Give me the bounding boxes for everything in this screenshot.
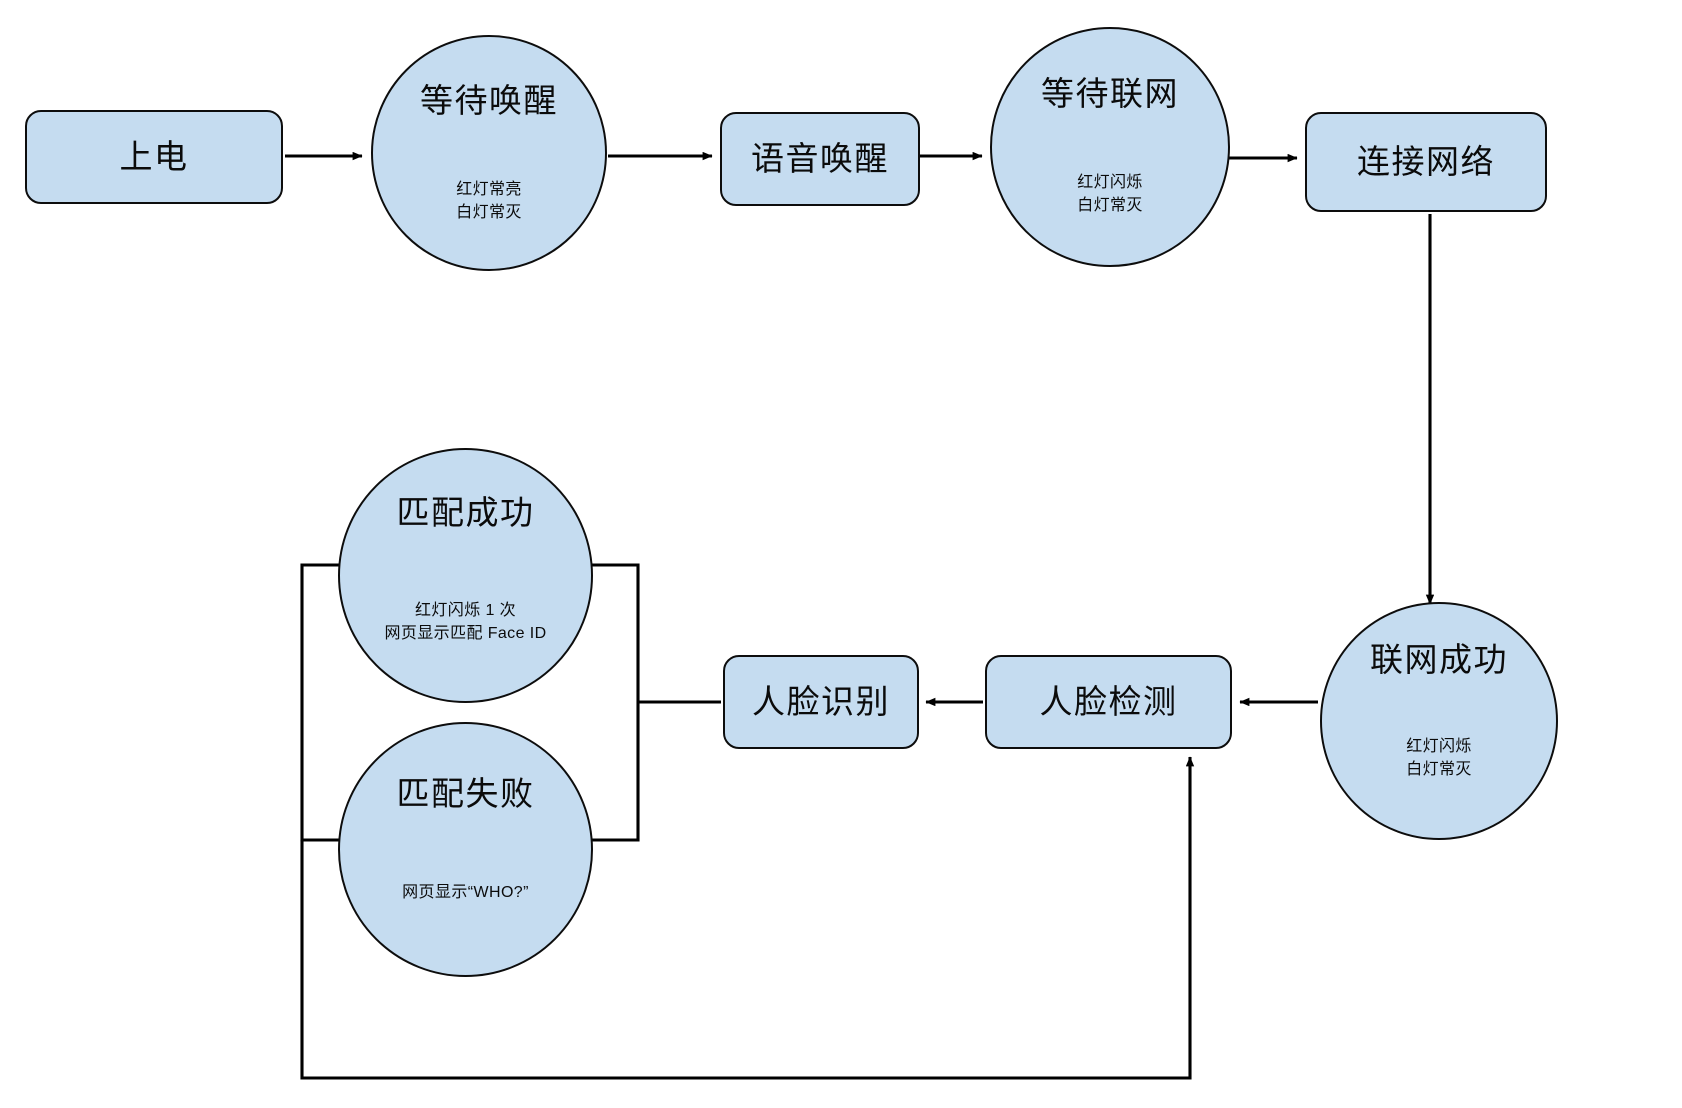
node-wait-wakeup-sub: 红灯常亮 白灯常灭 bbox=[456, 181, 522, 222]
node-match-failure-sub: 网页显示“WHO?” bbox=[402, 884, 529, 901]
node-wait-wakeup-title: 等待唤醒 bbox=[420, 82, 558, 119]
node-voice-wakeup[interactable]: 语音唤醒 bbox=[720, 112, 920, 206]
node-wait-network[interactable]: 等待联网 红灯闪烁 白灯常灭 bbox=[990, 27, 1230, 267]
node-match-success[interactable]: 匹配成功 红灯闪烁 1 次 网页显示匹配 Face ID bbox=[338, 448, 593, 703]
node-face-detection-title: 人脸检测 bbox=[1039, 682, 1178, 720]
node-power-on[interactable]: 上电 bbox=[25, 110, 283, 204]
node-match-success-title: 匹配成功 bbox=[396, 494, 535, 531]
node-connect-network-title: 连接网络 bbox=[1357, 142, 1495, 180]
node-network-success-sub: 红灯闪烁 白灯常灭 bbox=[1406, 738, 1472, 779]
node-voice-wakeup-title: 语音唤醒 bbox=[751, 139, 889, 177]
node-wait-network-sub: 红灯闪烁 白灯常灭 bbox=[1077, 174, 1143, 215]
node-connect-network[interactable]: 连接网络 bbox=[1305, 112, 1547, 212]
node-face-detection[interactable]: 人脸检测 bbox=[985, 655, 1232, 749]
node-network-success[interactable]: 联网成功 红灯闪烁 白灯常灭 bbox=[1320, 602, 1558, 840]
node-wait-network-title: 等待联网 bbox=[1041, 75, 1179, 112]
node-face-recognition[interactable]: 人脸识别 bbox=[723, 655, 919, 749]
node-face-recognition-title: 人脸识别 bbox=[752, 682, 890, 720]
node-power-on-title: 上电 bbox=[119, 137, 189, 175]
node-match-success-sub: 红灯闪烁 1 次 网页显示匹配 Face ID bbox=[384, 602, 547, 643]
node-wait-wakeup[interactable]: 等待唤醒 红灯常亮 白灯常灭 bbox=[371, 35, 607, 271]
node-match-failure[interactable]: 匹配失败 网页显示“WHO?” bbox=[338, 722, 593, 977]
node-network-success-title: 联网成功 bbox=[1370, 641, 1508, 678]
node-match-failure-title: 匹配失败 bbox=[396, 775, 535, 812]
